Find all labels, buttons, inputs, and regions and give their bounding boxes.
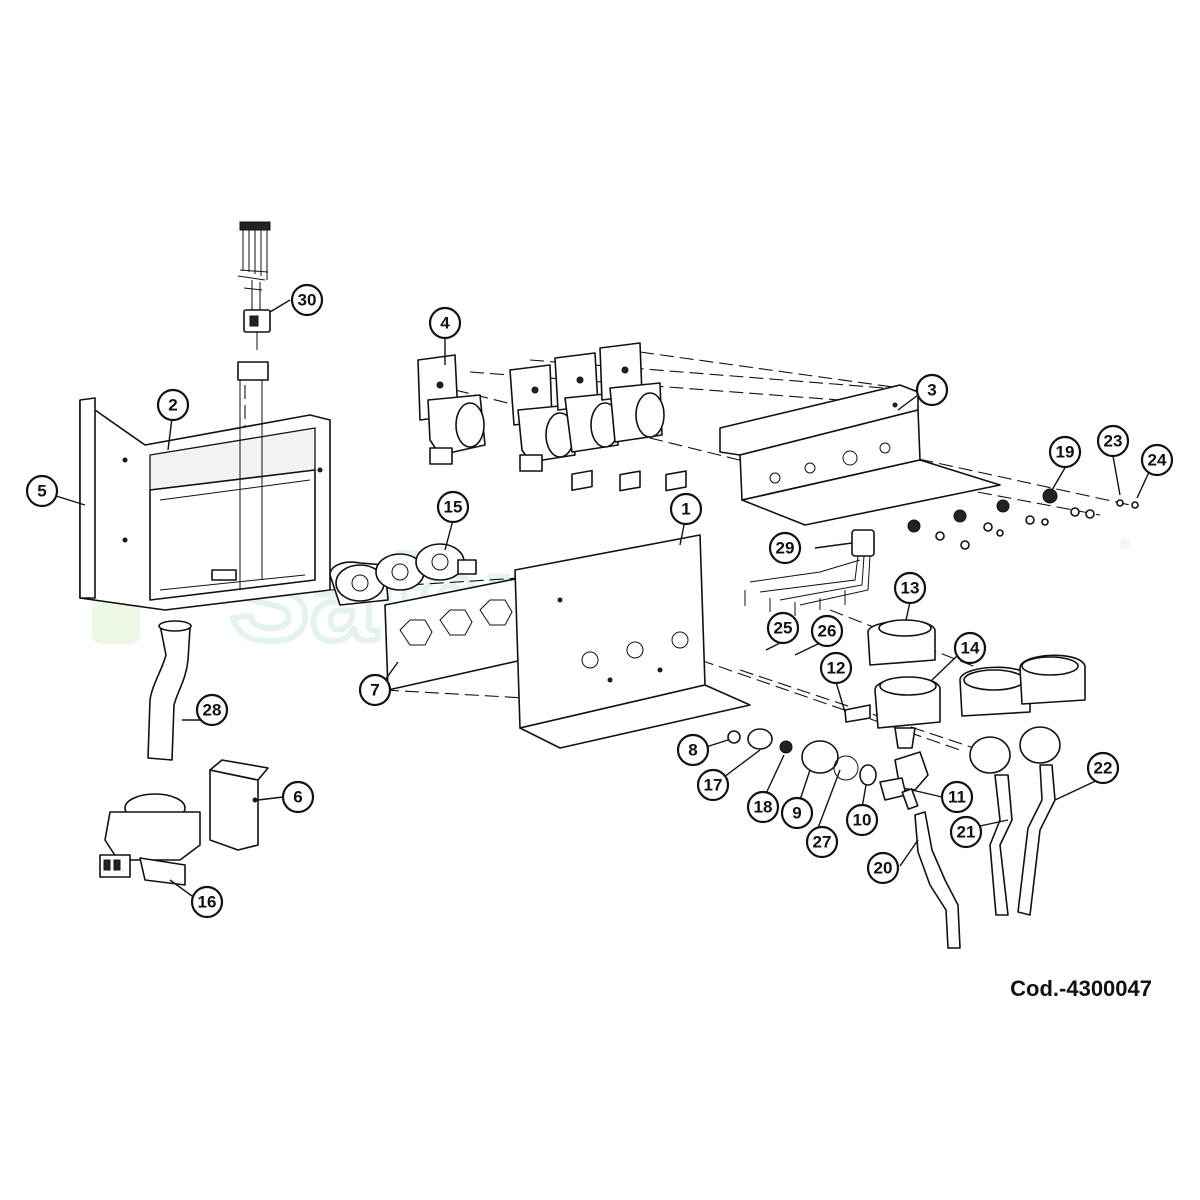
svg-text:20: 20 [874, 859, 893, 878]
part-13-14-coil-valve [844, 619, 941, 749]
callout-27: 27 [805, 825, 839, 859]
part-30-wire-connector [237, 221, 271, 350]
callout-24: 24 [1140, 443, 1174, 477]
svg-text:14: 14 [961, 639, 980, 658]
valve-assembly-parts [727, 728, 929, 810]
callout-17: 17 [696, 768, 730, 802]
svg-text:15: 15 [444, 498, 463, 517]
callout-8: 8 [676, 733, 710, 767]
part-1-main-panel [514, 469, 751, 749]
part-21-22-solenoid-valves [959, 654, 1086, 916]
part-15-motors [329, 543, 477, 606]
callout-22: 22 [1086, 751, 1120, 785]
callout-14: 14 [953, 631, 987, 665]
svg-text:12: 12 [827, 659, 846, 678]
part-3-mounting-rail [719, 384, 1001, 526]
callout-15: 15 [436, 490, 470, 524]
svg-text:18: 18 [754, 798, 773, 817]
callout-25: 25 [766, 611, 800, 645]
svg-text:30: 30 [298, 291, 317, 310]
svg-text:27: 27 [813, 833, 832, 852]
callout-23: 23 [1096, 424, 1130, 458]
callout-20: 20 [866, 851, 900, 885]
callout-18: 18 [746, 790, 780, 824]
part-28-drain-hose [147, 620, 192, 761]
callout-26: 26 [810, 614, 844, 648]
callout-16: 16 [190, 885, 224, 919]
svg-text:7: 7 [370, 681, 379, 700]
svg-text:1: 1 [681, 500, 690, 519]
callout-4: 4 [428, 306, 462, 340]
part-6-bracket [209, 759, 269, 851]
svg-text:22: 22 [1094, 759, 1113, 778]
callout-5: 5 [25, 474, 59, 508]
callout-28: 28 [195, 693, 229, 727]
svg-text:11: 11 [948, 788, 966, 807]
svg-text:23: 23 [1104, 432, 1123, 451]
part-4-gear-motors [417, 342, 665, 472]
svg-text:16: 16 [198, 893, 217, 912]
svg-text:9: 9 [792, 804, 801, 823]
svg-text:28: 28 [203, 701, 222, 720]
callout-10: 10 [845, 803, 879, 837]
svg-text:5: 5 [37, 482, 46, 501]
svg-text:13: 13 [901, 579, 920, 598]
svg-text:3: 3 [927, 381, 936, 400]
callout-29: 29 [768, 531, 802, 565]
callout-9: 9 [780, 796, 814, 830]
watermark-reg-mark: ® [1120, 535, 1131, 551]
callout-11: 11 [940, 780, 974, 814]
svg-text:4: 4 [440, 314, 450, 333]
callout-13: 13 [893, 571, 927, 605]
svg-text:17: 17 [704, 776, 723, 795]
svg-text:25: 25 [774, 619, 793, 638]
svg-text:6: 6 [293, 788, 302, 807]
svg-text:19: 19 [1056, 443, 1075, 462]
callout-1: 1 [669, 492, 703, 526]
svg-text:21: 21 [957, 823, 976, 842]
svg-text:8: 8 [688, 741, 697, 760]
part-29-wire-harness [744, 529, 875, 616]
callout-2: 2 [156, 388, 190, 422]
svg-text:2: 2 [168, 396, 177, 415]
fasteners [907, 488, 1139, 550]
callout-3: 3 [915, 373, 949, 407]
part-5-frame [79, 361, 331, 611]
callout-7: 7 [358, 673, 392, 707]
callout-30: 30 [290, 283, 324, 317]
svg-text:29: 29 [776, 539, 795, 558]
svg-text:10: 10 [853, 811, 872, 830]
document-code: Cod.-4300047 [1010, 976, 1152, 1001]
callout-19: 19 [1048, 435, 1082, 469]
part-20-outlet-pipe [914, 811, 961, 949]
callout-21: 21 [949, 815, 983, 849]
callout-6: 6 [281, 780, 315, 814]
svg-text:26: 26 [818, 622, 837, 641]
svg-text:24: 24 [1148, 451, 1167, 470]
callout-12: 12 [819, 651, 853, 685]
part-16-pump [99, 793, 201, 886]
